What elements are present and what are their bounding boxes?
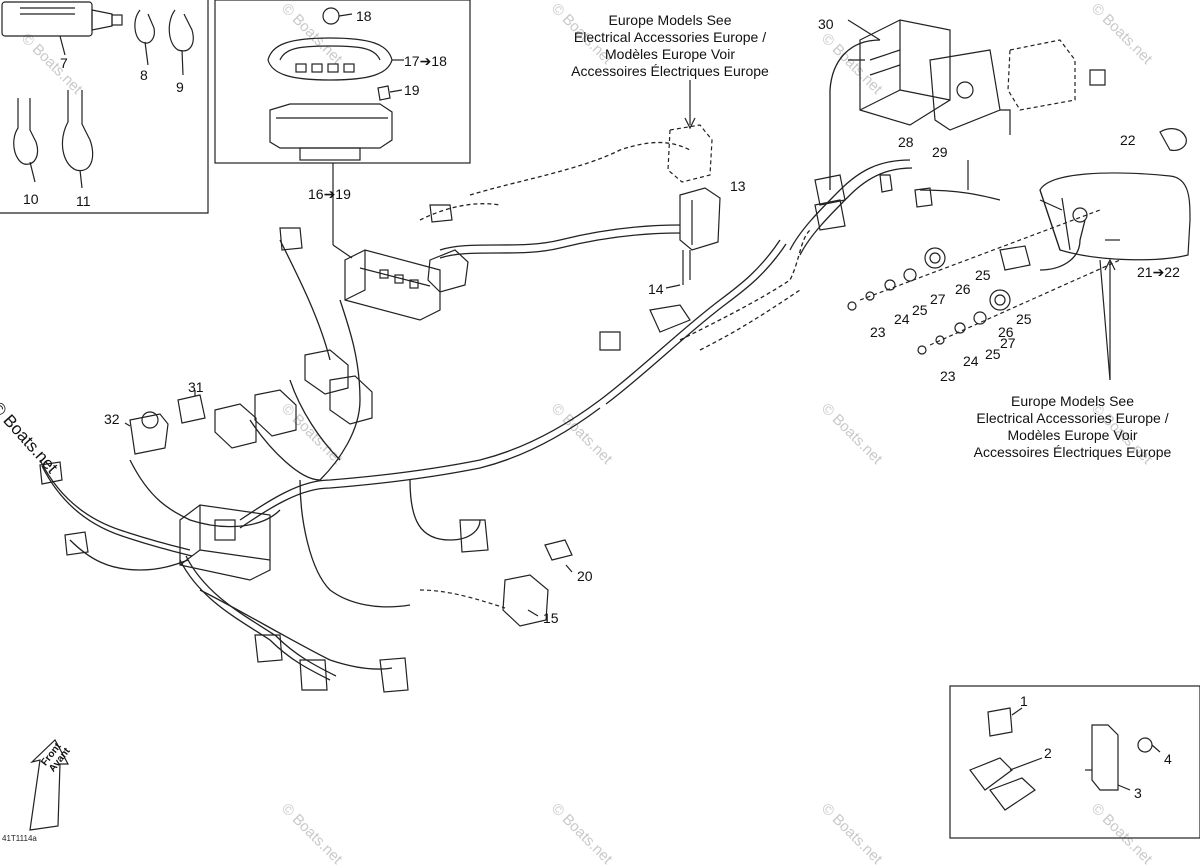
callout-25: 25 [985,346,1001,362]
note-line: Electrical Accessories Europe / [976,410,1169,426]
note-line: Modèles Europe Voir [1007,427,1138,443]
switch-15-icon [419,574,549,627]
drawing-code: 41T1114a [2,834,37,843]
ecm-connector-icon [344,249,441,321]
callout-23: 23 [940,368,956,384]
relay-connector-icon [214,349,373,449]
callout-29: 29 [932,144,948,160]
inset-box-ties [0,0,209,214]
accessories-inset-parts-icon [969,707,1161,811]
callout-25: 25 [975,267,991,283]
callout-8: 8 [140,67,148,83]
diagram-drawing [0,0,1200,839]
callout-19: 19 [404,82,420,98]
cap-31-icon [177,390,206,424]
callout-21-22: 21➔22 [1137,264,1180,280]
callout-2: 2 [1044,745,1052,761]
screw-14-icon [665,250,691,289]
wiring-harness-drawing [39,39,1086,681]
europe-note-right: Europe Models See Electrical Accessories… [945,393,1200,461]
grease-tube-icon [1,1,123,56]
callout-22: 22 [1120,132,1136,148]
note-line: Modèles Europe Voir [605,46,735,62]
callout-14: 14 [648,281,664,297]
gauge-parts-icon [267,7,404,161]
callout-27: 27 [1000,335,1016,351]
modules-28-30-icon [847,19,1106,190]
callout-15: 15 [543,610,559,626]
hardware-stack-icon [847,209,1121,381]
inset-box-accessories [949,685,1200,839]
callout-30: 30 [818,16,834,32]
note-line: Accessoires Électriques Europe [973,444,1172,460]
callout-31: 31 [188,379,204,395]
callout-10: 10 [23,191,39,207]
note-line: Accessoires Électriques Europe [571,63,769,79]
callout-17-18: 17➔18 [404,53,447,69]
note-line: Europe Models See [1011,393,1134,409]
callout-13: 13 [730,178,746,194]
switch-20-icon [544,539,573,573]
callout-3: 3 [1134,785,1142,801]
inset-box-gauge [214,0,471,164]
outlet-32-icon [124,411,169,455]
callout-26: 26 [955,281,971,297]
cable-tie-icon [168,9,194,76]
callout-24: 24 [894,311,910,327]
callout-20: 20 [577,568,593,584]
callout-9: 9 [176,79,184,95]
callout-4: 4 [1164,751,1172,767]
front-arrow-icon [29,739,70,831]
cable-tie-icon [61,90,94,189]
cable-tie-icon [13,98,39,183]
callout-25: 25 [912,302,928,318]
callout-32: 32 [104,411,120,427]
callout-24: 24 [963,353,979,369]
tail-light-icon [1039,128,1191,261]
callout-26: 26 [998,324,1014,340]
callout-27: 27 [930,291,946,307]
callout-18: 18 [356,8,372,24]
callout-23: 23 [870,324,886,340]
callout-1: 1 [1020,693,1028,709]
callout-11: 11 [76,193,91,209]
fuse-box-icon [179,504,271,581]
callout-28: 28 [898,134,914,150]
cable-tie-icon [134,9,155,66]
callout-7: 7 [60,55,68,71]
switch-13-icon [667,124,721,251]
connector-icon [39,174,1031,693]
note-line: Europe Models See [608,12,732,28]
note-line: Electrical Accessories Europe / [573,29,767,45]
callout-16-19: 16➔19 [308,186,351,202]
pointer-arrows-icon [684,80,1116,380]
europe-note-top: Europe Models See Electrical Accessories… [520,12,820,80]
callout-25: 25 [1016,311,1032,327]
